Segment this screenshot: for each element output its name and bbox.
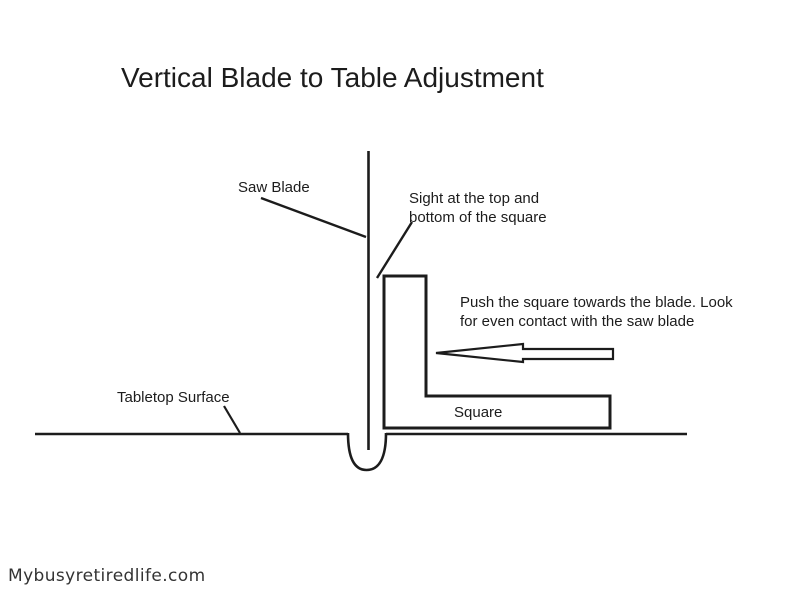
- saw-blade-leader-line: [260, 196, 367, 239]
- square-outline: [382, 274, 612, 430]
- sight-leader-line: [375, 221, 414, 279]
- square-label: Square: [454, 404, 503, 421]
- push-instruction: Push the square towards the blade. Look …: [460, 293, 733, 331]
- push-instruction-line1: Push the square towards the blade. Look: [460, 294, 733, 311]
- page-title: Vertical Blade to Table Adjustment: [121, 62, 544, 93]
- sight-instruction: Sight at the top and bottom of the squar…: [409, 189, 547, 227]
- push-instruction-line2: for even contact with the saw blade: [460, 313, 695, 330]
- site-watermark: Mybusyretiredlife.com: [8, 566, 206, 586]
- tabletop-leader-line: [223, 405, 241, 434]
- sight-instruction-line1: Sight at the top and: [409, 190, 540, 207]
- sight-instruction-line2: bottom of the square: [409, 209, 547, 226]
- push-direction-arrow-icon: [435, 342, 615, 364]
- tabletop-surface-label: Tabletop Surface: [117, 389, 230, 406]
- blade-slot-notch: [346, 432, 388, 472]
- saw-blade-label: Saw Blade: [238, 179, 310, 196]
